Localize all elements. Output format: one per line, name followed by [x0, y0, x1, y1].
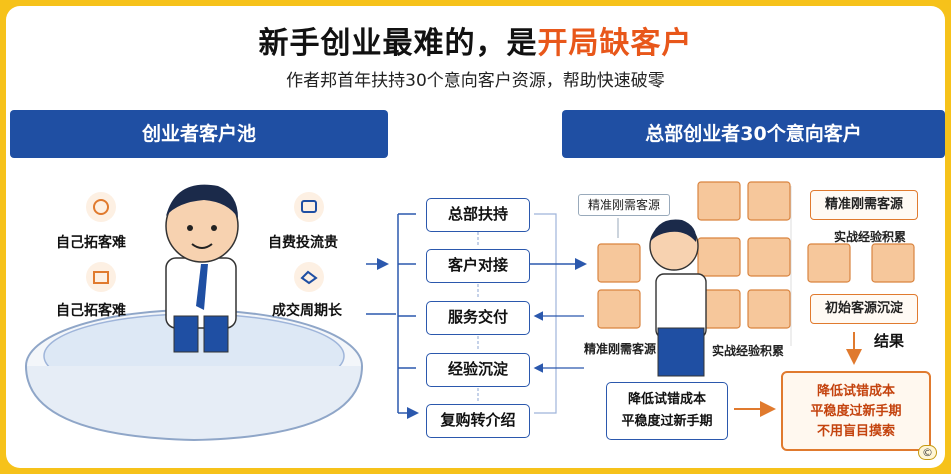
- right-panel-header: 总部创业者30个意向客户: [562, 110, 945, 158]
- precise-source-note: 精准刚需客源: [578, 194, 670, 216]
- benefit-line-1: 降低试错成本: [627, 392, 706, 407]
- result-line-3: 不用盲目摸索: [816, 424, 895, 439]
- benefit-box: 降低试错成本 平稳度过新手期: [606, 382, 728, 440]
- pain-label-3: 自费投流贵: [268, 235, 338, 251]
- result-line-2: 平稳度过新手期: [810, 404, 902, 419]
- accumulation-tag: 实战经验积累: [834, 230, 907, 244]
- initial-source-box: 初始客源沉淀: [810, 294, 918, 324]
- title-highlight: 开局缺客户: [537, 26, 693, 61]
- screen-icon: [294, 192, 324, 222]
- box-icon: [86, 262, 116, 292]
- connector-lines: [366, 186, 862, 468]
- entrepreneur-figure: [165, 184, 239, 353]
- client-documents-grid: [597, 181, 915, 377]
- step-service-delivery: 服务交付: [426, 301, 530, 335]
- diagram-canvas: 新手创业最难的，是开局缺客户 作者邦首年扶持30个意向客户资源，帮助快速破零 创…: [6, 6, 945, 468]
- page-title: 新手创业最难的，是开局缺客户: [258, 26, 693, 61]
- corner-badge: ©: [918, 445, 937, 460]
- page-subtitle: 作者邦首年扶持30个意向客户资源，帮助快速破零: [286, 71, 665, 91]
- precise-source-tag: 精准刚需客源: [584, 342, 657, 356]
- step-hq-support: 总部扶持: [426, 198, 530, 232]
- left-panel-header: 创业者客户池: [10, 110, 388, 158]
- pain-label-4: 成交周期长: [272, 303, 342, 319]
- benefit-line-2: 平稳度过新手期: [621, 414, 713, 429]
- megaphone-icon: [86, 192, 116, 222]
- result-box: 降低试错成本 平稳度过新手期 不用盲目摸索: [781, 371, 931, 451]
- precise-demand-box: 精准刚需客源: [810, 190, 918, 220]
- pain-label-2: 自己拓客难: [56, 303, 126, 319]
- pain-label-1: 自己拓客难: [56, 235, 126, 251]
- step-experience: 经验沉淀: [426, 353, 530, 387]
- result-line-1: 降低试错成本: [816, 384, 895, 399]
- result-label: 结果: [874, 332, 905, 350]
- step-repurchase: 复购转介绍: [426, 404, 530, 438]
- pool-illustration: [25, 309, 363, 442]
- step-client-matching: 客户对接: [426, 249, 530, 283]
- handshake-icon: [294, 262, 324, 292]
- practice-accum-tag: 实战经验积累: [712, 344, 785, 358]
